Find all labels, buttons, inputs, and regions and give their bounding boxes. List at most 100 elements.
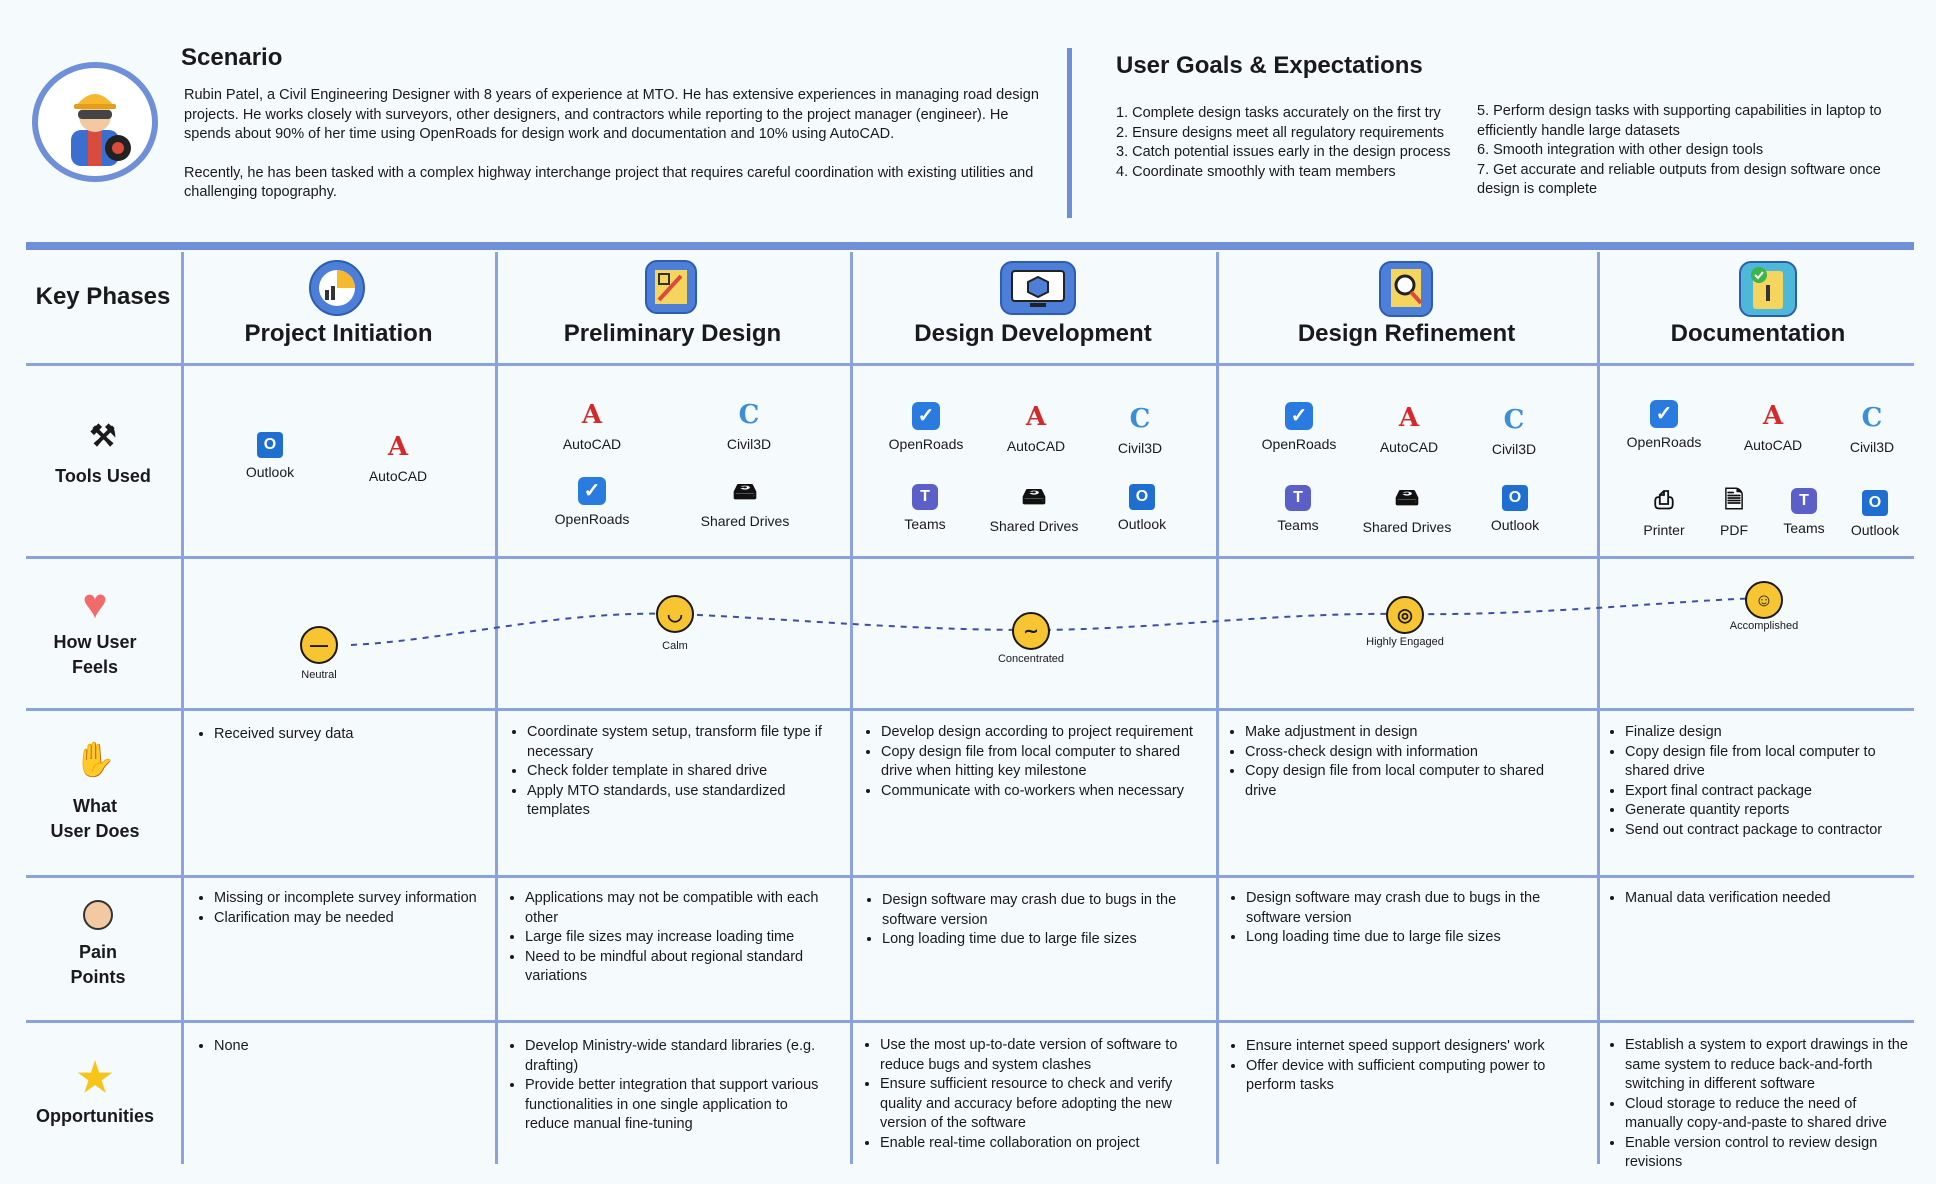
teams-icon: T (1791, 488, 1817, 514)
phase-title: Preliminary Design (563, 320, 782, 347)
waving-hand-icon: ✋ (73, 741, 117, 779)
chart-icon (309, 260, 365, 316)
phase-title: Design Development (914, 320, 1152, 347)
pain-row-label: Pain Points (28, 900, 168, 990)
list-item: Develop Ministry-wide standard libraries… (525, 1037, 834, 1076)
list-item: Use the most up-to-date version of softw… (880, 1036, 1206, 1075)
list-item: Apply MTO standards, use standardized te… (527, 782, 836, 821)
pdf-icon: 🗎 (1724, 487, 1744, 514)
opp-cell-3: Use the most up-to-date version of softw… (864, 1036, 1206, 1153)
phase-title: Documentation (1670, 320, 1846, 347)
autocad-icon: A (1025, 402, 1047, 432)
openroads-icon: ✓ (1650, 400, 1678, 428)
tool-pdf: 🗎PDF (1720, 487, 1748, 538)
star-icon: ★ (77, 1056, 113, 1100)
magnifier-icon (1379, 261, 1433, 317)
persona-avatar (32, 62, 158, 182)
pain-cell-2: Applications may not be compatible with … (509, 889, 834, 987)
goals-list-2: 5. Perform design tasks with supporting … (1477, 102, 1897, 200)
list-item: Generate quantity reports (1625, 801, 1909, 821)
does-cell-5: Finalize design Copy design file from lo… (1609, 723, 1909, 840)
does-cell-1: Received survey data (198, 725, 483, 745)
phase-title: Design Refinement (1297, 320, 1516, 347)
list-item: Clarification may be needed (214, 909, 483, 929)
list-item: Long loading time due to large file size… (882, 930, 1206, 950)
shared-drive-icon: 🖴 (1021, 483, 1047, 510)
opp-row-label: ★ Opportunities (28, 1056, 162, 1129)
list-item: Send out contract package to contractor (1625, 821, 1909, 841)
list-item: Cloud storage to reduce the need of manu… (1625, 1095, 1915, 1134)
list-item: Enable real-time collaboration on projec… (880, 1134, 1206, 1154)
feels-row-label: ♥ How User Feels (28, 582, 162, 680)
outlook-icon: O (1502, 485, 1528, 511)
feels-label-line-2: Feels (71, 657, 119, 677)
list-item: Design software may crash due to bugs in… (882, 891, 1206, 930)
list-item: Copy design file from local computer to … (1245, 762, 1569, 801)
goal-item: 3. Catch potential issues early in the d… (1116, 144, 1451, 160)
list-item: Manual data verification needed (1625, 889, 1909, 909)
tool-shared-drives: 🖴Shared Drives (700, 478, 790, 529)
list-item: Provide better integration that support … (525, 1076, 834, 1135)
tools-label-text: Tools Used (55, 466, 151, 486)
drafting-icon (645, 260, 697, 314)
row-divider (26, 556, 1914, 559)
goals-title: User Goals & Expectations (1116, 52, 1423, 79)
top-divider-bar (26, 242, 1914, 250)
list-item: Ensure internet speed support designers'… (1246, 1037, 1570, 1057)
tool-shared-drives: 🖴Shared Drives (989, 483, 1079, 534)
tools-row-label: ⚒ Tools Used (28, 420, 178, 489)
list-item: Cross-check design with information (1245, 743, 1569, 763)
list-item: Check folder template in shared drive (527, 762, 836, 782)
pain-label-line-2: Points (70, 967, 126, 987)
does-cell-2: Coordinate system setup, transform file … (511, 723, 836, 821)
list-item: Need to be mindful about regional standa… (525, 948, 834, 987)
list-item: Coordinate system setup, transform file … (527, 723, 836, 762)
monitor-cube-icon (1000, 261, 1076, 315)
does-label-line-2: User Does (50, 821, 140, 841)
list-item: Develop design according to project requ… (881, 723, 1205, 743)
goal-item: 6. Smooth integration with other design … (1477, 142, 1764, 158)
opp-cell-2: Develop Ministry-wide standard libraries… (509, 1037, 834, 1135)
goal-item: 4. Coordinate smoothly with team members (1116, 163, 1396, 180)
list-item: Establish a system to export drawings in… (1625, 1036, 1915, 1095)
frustrated-face-icon (83, 900, 113, 930)
goal-item: 2. Ensure designs meet all regulatory re… (1116, 124, 1445, 141)
pain-label-line-1: Pain (78, 942, 117, 962)
list-item: Make adjustment in design (1245, 723, 1569, 743)
list-item: None (214, 1037, 483, 1057)
concentrated-face-icon: ∼ (1012, 612, 1050, 650)
feel-label: Highly Engaged (1366, 636, 1444, 648)
list-item: Missing or incomplete survey information (214, 889, 483, 909)
openroads-icon: ✓ (578, 477, 606, 505)
tool-openroads: ✓OpenRoads (537, 477, 647, 527)
opp-cell-4: Ensure internet speed support designers'… (1230, 1037, 1570, 1096)
row-divider (26, 363, 1914, 366)
does-row-label: ✋ What User Does (28, 740, 162, 844)
list-item: Received survey data (214, 725, 483, 745)
shared-drive-icon: 🖴 (732, 478, 758, 505)
scenario-paragraph-1: Rubin Patel, a Civil Engineering Designe… (184, 87, 1039, 142)
goal-item: 1. Complete design tasks accurately on t… (1116, 105, 1441, 121)
list-item: Offer device with sufficient computing p… (1246, 1057, 1570, 1096)
list-item: Copy design file from local computer to … (881, 743, 1205, 782)
tool-openroads: ✓OpenRoads (871, 402, 981, 452)
key-phases-label: Key Phases (35, 283, 171, 310)
opp-cell-1: None (198, 1037, 483, 1057)
calm-face-icon: ◡ (656, 595, 694, 633)
list-item: Copy design file from local computer to … (1625, 743, 1909, 782)
phase-title: Project Initiation (244, 320, 433, 347)
feel-label: Neutral (301, 669, 337, 681)
header-divider (1067, 48, 1072, 218)
heart-icon: ♥ (82, 580, 108, 627)
opp-cell-5: Establish a system to export drawings in… (1609, 1036, 1915, 1173)
